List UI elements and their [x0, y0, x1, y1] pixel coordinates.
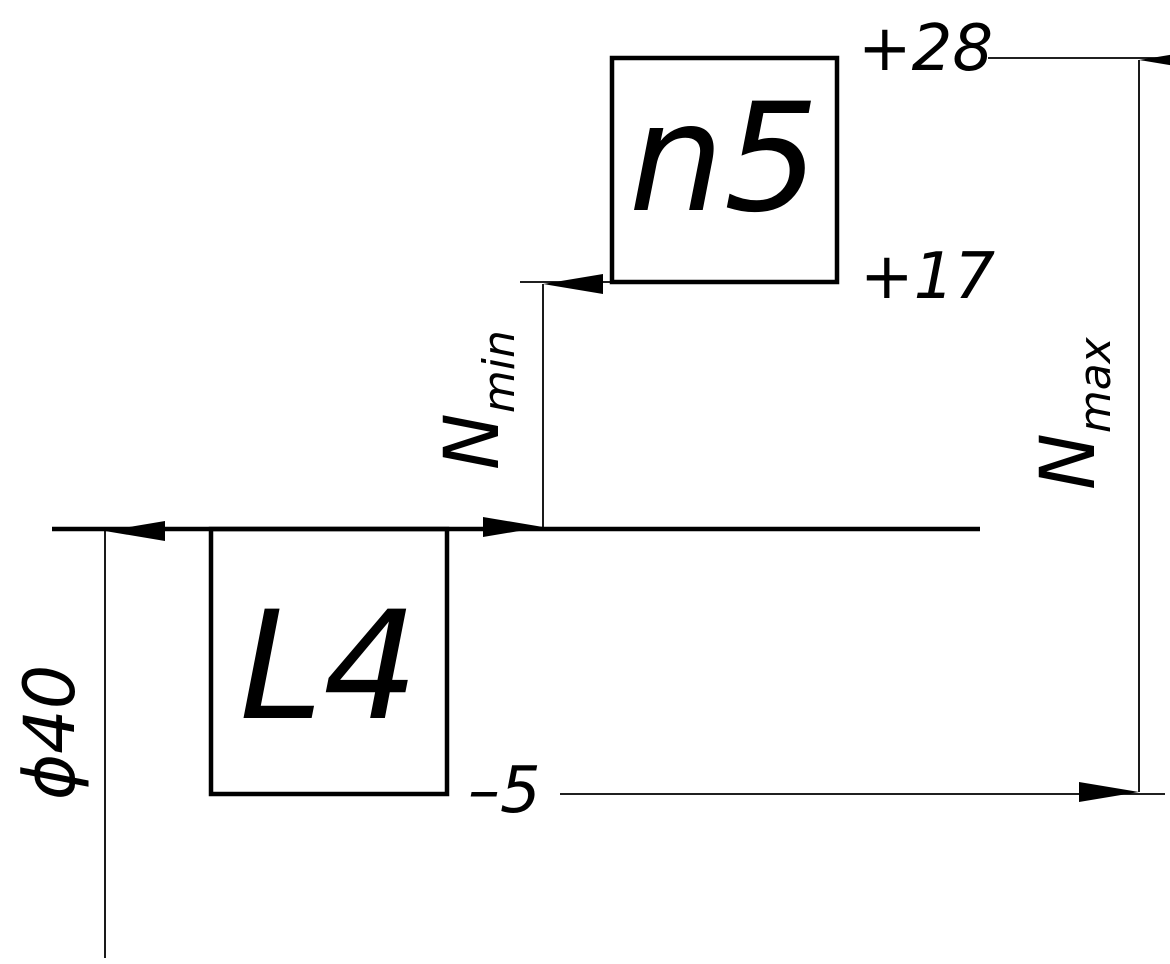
hole-zone-box — [208, 526, 450, 797]
shaft-zone-label: n5 — [629, 72, 820, 246]
nmin-label: Nmin — [427, 330, 525, 470]
nominal-size-label: ϕ40 — [9, 665, 91, 800]
shaft-zone-box — [609, 55, 840, 285]
hole-lower-deviation: –5 — [468, 754, 541, 828]
hole-zone-label: L4 — [239, 580, 418, 754]
shaft-lower-deviation: +17 — [860, 240, 995, 314]
nmax-label: Nmax — [1023, 336, 1121, 490]
shaft-upper-deviation: +28 — [858, 12, 993, 86]
